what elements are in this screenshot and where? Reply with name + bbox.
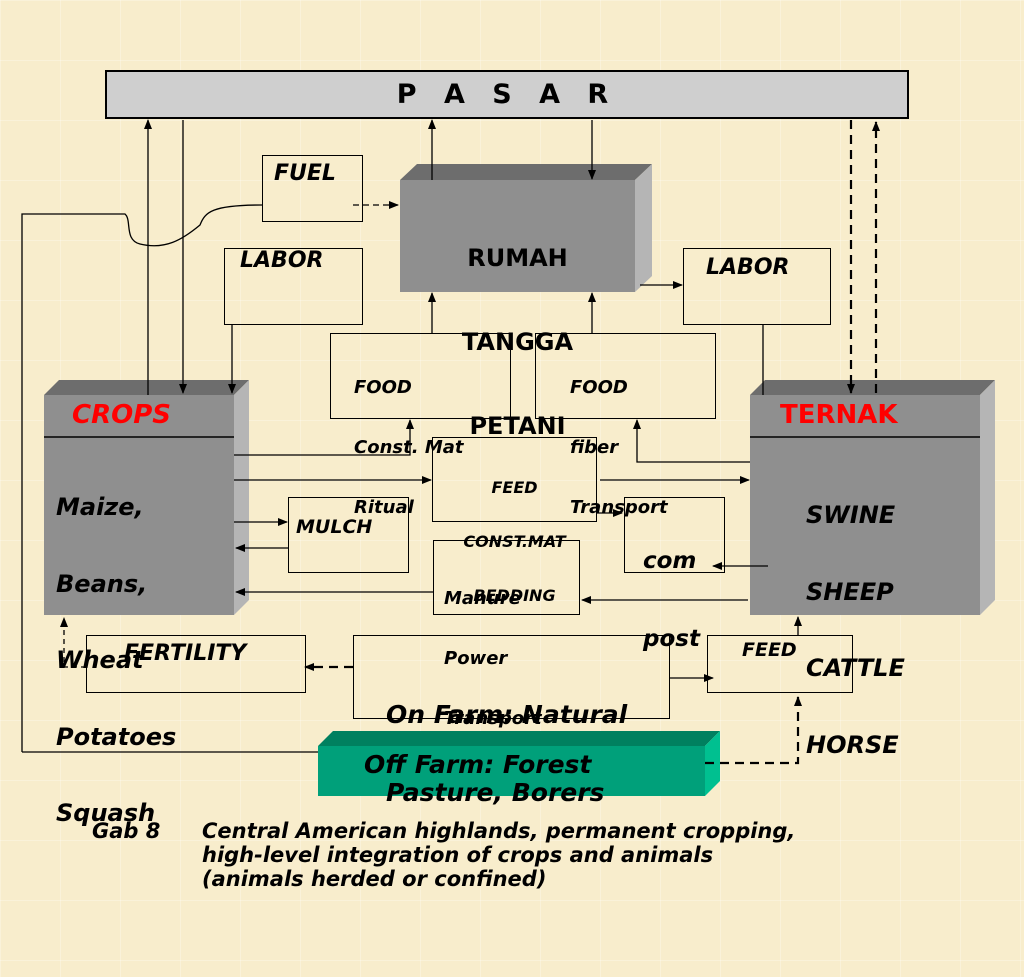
ternak-to-food-arrow bbox=[633, 419, 750, 463]
on-farm-line-1: On Farm: Natural bbox=[386, 700, 628, 729]
caption-line-1: Central American highlands, permanent cr… bbox=[202, 819, 796, 843]
food-left-line-1: FOOD bbox=[354, 377, 412, 398]
compost-line-2: post bbox=[643, 626, 700, 652]
compost-box bbox=[624, 497, 725, 573]
labor-left-box bbox=[224, 248, 363, 325]
crops-to-food-arrow bbox=[234, 419, 414, 456]
fuel-label: FUEL bbox=[274, 161, 336, 186]
food-left-line-2: Const. Mat bbox=[354, 437, 464, 458]
manure-line-2: Power bbox=[444, 648, 508, 669]
labor-right-box bbox=[683, 248, 831, 325]
manure-box bbox=[433, 540, 580, 615]
feed-const-box bbox=[432, 437, 597, 522]
compost-line-1: com bbox=[643, 548, 697, 574]
feed-bottom-label: FEED bbox=[742, 639, 797, 661]
ternak-item: CATTLE bbox=[806, 654, 905, 682]
manure-line-1: Manure bbox=[444, 588, 521, 609]
food-right-line-2: fiber bbox=[570, 437, 619, 458]
mulch-label: MULCH bbox=[296, 516, 373, 538]
household-box-shape bbox=[400, 164, 652, 292]
fuel-box bbox=[262, 155, 363, 222]
household-line-1: RUMAH bbox=[467, 244, 568, 272]
food-right-text: FOOD fiber Transport bbox=[570, 338, 668, 538]
food-left-line-3: Ritual bbox=[354, 497, 414, 518]
crops-title: CROPS bbox=[72, 400, 171, 430]
pasar-label: P A S A R bbox=[396, 79, 618, 110]
figure-caption-text: Central American highlands, permanent cr… bbox=[202, 819, 795, 891]
caption-line-3: (animals herded or confined) bbox=[202, 867, 547, 891]
food-right-line-1: FOOD bbox=[570, 377, 628, 398]
food-right-line-3: Transport bbox=[570, 497, 668, 518]
food-right-box bbox=[535, 333, 716, 419]
ternak-item: SHEEP bbox=[806, 577, 894, 606]
forest-to-feed-dashed-arrow bbox=[705, 696, 802, 765]
crops-item: Maize, bbox=[56, 493, 144, 521]
feed-const-line-1: FEED bbox=[491, 478, 538, 497]
off-farm-label: Off Farm: Forest bbox=[364, 750, 592, 779]
ternak-box-shape bbox=[750, 380, 995, 615]
feed-const-line-2: CONST.MAT bbox=[463, 532, 566, 551]
crops-item: Squash bbox=[56, 799, 156, 827]
on-farm-line-2: Pasture, Borers bbox=[386, 778, 605, 807]
compost-text: com post bbox=[643, 496, 700, 678]
crops-item: Beans, bbox=[56, 569, 148, 598]
fertility-to-crops-dashed-arrow bbox=[60, 617, 86, 668]
crops-box-shape bbox=[44, 380, 249, 615]
on-farm-text: On Farm: Natural Pasture, Borers bbox=[386, 650, 627, 832]
household-line-2: TANGGA bbox=[461, 328, 574, 356]
figure-caption-number: Gab 8 bbox=[92, 819, 161, 843]
mulch-box bbox=[288, 497, 409, 573]
on-farm-box bbox=[353, 635, 670, 719]
crops-item: Potatoes bbox=[56, 722, 177, 751]
household-line-3: PETANI bbox=[469, 412, 566, 440]
ternak-items: SWINE SHEEP CATTLE HORSE bbox=[806, 452, 905, 784]
ternak-item: SWINE bbox=[806, 501, 896, 529]
feed-const-text: FEED CONST.MAT BEDDING bbox=[432, 443, 597, 623]
ternak-item: HORSE bbox=[806, 730, 899, 759]
feed-bottom-box bbox=[707, 635, 853, 693]
labor-right-label: LABOR bbox=[706, 255, 790, 280]
feed-const-line-3: BEDDING bbox=[473, 586, 556, 605]
crops-item: Wheat bbox=[56, 646, 144, 674]
forest-to-fuel-line bbox=[21, 204, 263, 752]
food-left-text: FOOD Const. Mat Ritual bbox=[354, 338, 463, 538]
household-title: RUMAH TANGGA PETANI bbox=[400, 188, 635, 468]
crops-items: Maize, Beans, Wheat Potatoes Squash bbox=[56, 444, 176, 852]
labor-left-label: LABOR bbox=[240, 248, 324, 273]
ternak-title: TERNAK bbox=[780, 400, 898, 430]
fertility-box bbox=[86, 635, 306, 693]
caption-line-2: high-level integration of crops and anim… bbox=[202, 843, 714, 867]
pasar-market-bar: P A S A R bbox=[105, 70, 909, 119]
fertility-label: FERTILITY bbox=[124, 641, 247, 666]
food-left-box bbox=[330, 333, 511, 419]
